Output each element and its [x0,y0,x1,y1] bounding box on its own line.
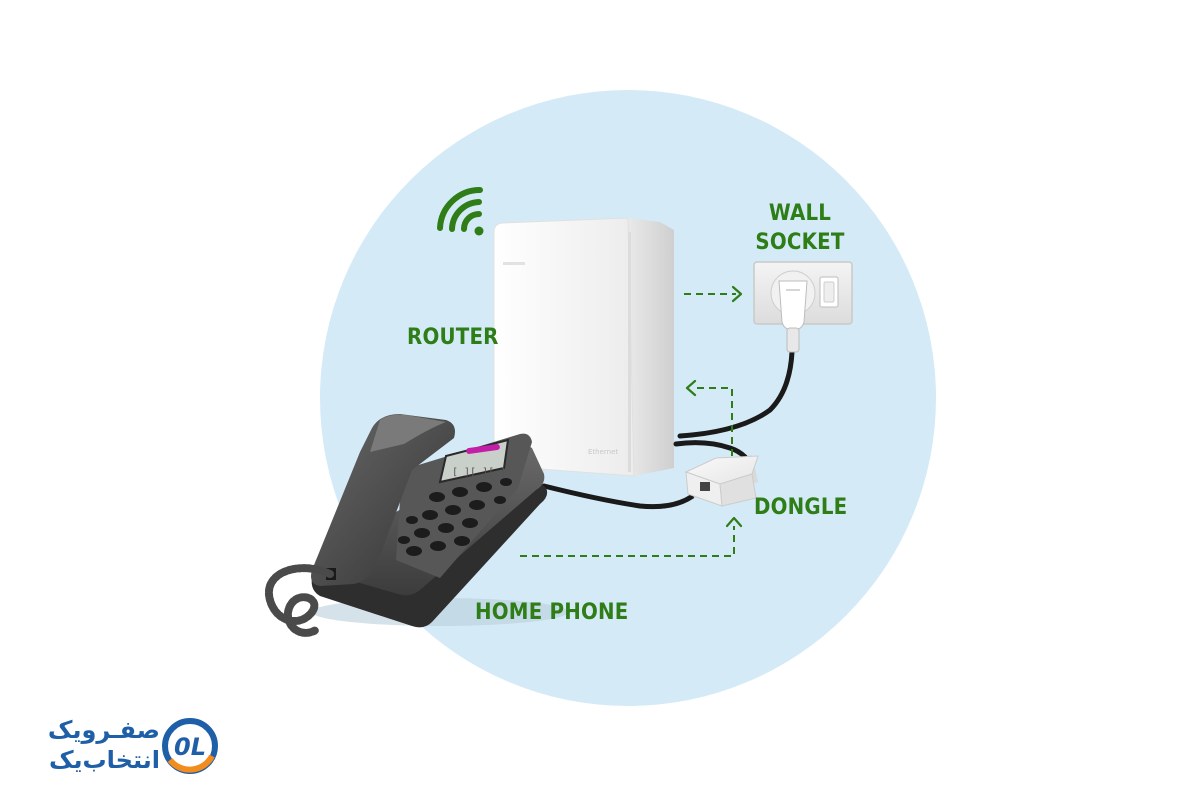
logo-text-line2: انتخاب‌یک [48,746,160,774]
wall-socket-label-line1: WALL [769,201,831,226]
home-phone-label: HOME PHONE [475,600,628,625]
dongle-device [684,455,759,507]
router-label: ROUTER [407,325,499,350]
svg-text:[ ][ ][ ]: [ ][ ][ ] [452,467,506,478]
home-phone: [ ][ ][ ] [264,414,568,637]
wifi-icon [437,186,484,236]
power-cable [677,349,795,439]
logo-text-line1: صفـرویک [47,716,160,744]
phone-cord [264,564,334,637]
logo-mark-text: 0L [174,733,206,761]
wall-socket-label-line2: SOCKET [755,230,844,255]
phone-to-dongle-arrow [520,526,735,557]
phone-keypad [398,478,512,556]
dongle-label: DONGLE [754,495,847,520]
phone-dongle-cable [541,483,703,510]
wall-socket [753,261,853,353]
signal-arrows [520,293,736,557]
svg-text:Ethernet: Ethernet [588,448,618,456]
router-device: Ethernet [493,217,674,477]
logo-mark-icon: 0L [162,718,218,774]
